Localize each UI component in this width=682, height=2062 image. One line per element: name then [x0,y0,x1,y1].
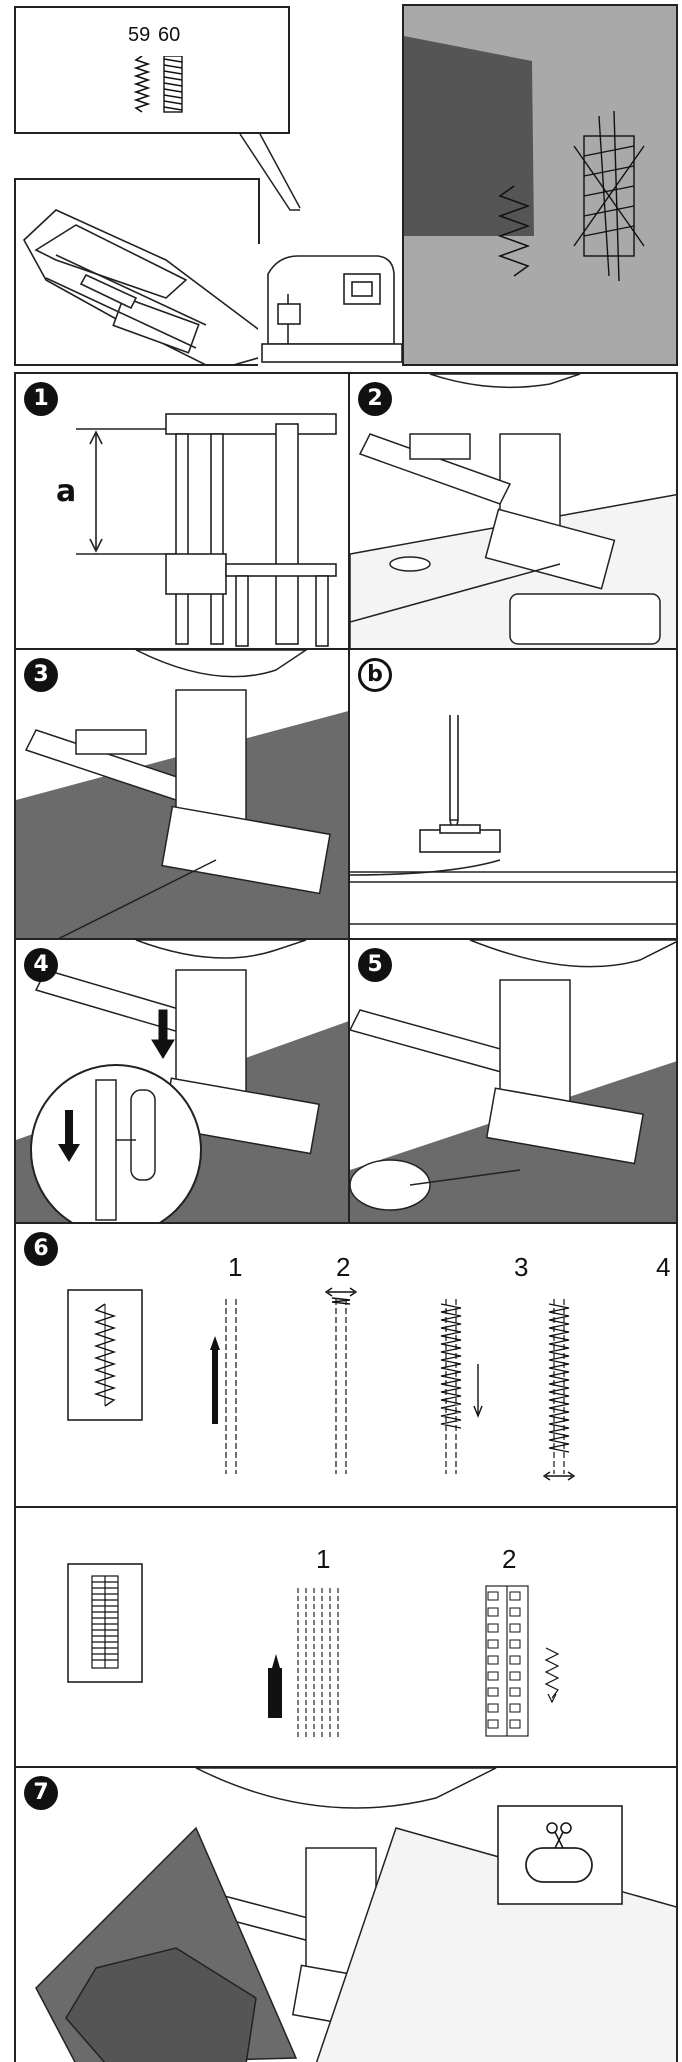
seq-label-1: 1 [228,1252,243,1282]
panel-step-2: 2 [348,372,678,650]
panel-stitch-selection: 59 60 [14,6,290,134]
panel-fabric-stitch-sample [402,4,678,366]
seq-label-3: 3 [514,1252,529,1282]
seq-label-4: 4 [656,1252,671,1282]
step-badge-1: 1 [24,382,58,416]
panel-step-6: 6 1 2 3 4 [14,1222,678,1508]
measure-label-a: a [56,474,77,509]
seq-label-dense-1: 1 [316,1544,331,1574]
panel-sewing-machine [258,244,402,366]
step-badge-6: 6 [24,1232,58,1266]
sewing-machine-icon [261,255,402,363]
buttonhole-sequence-zigzag [67,1287,576,1481]
step-4-illustration [16,940,348,1222]
scissors-icon [546,1822,572,1849]
step-badge-3: 3 [24,658,58,692]
panel-step-b: b [348,648,678,940]
stitch-number-60: 60 [158,24,181,46]
panel-step-5: 5 [348,938,678,1224]
seq-label-dense-2: 2 [502,1544,517,1574]
step-7-illustration [35,1768,676,2062]
step-badge-5: 5 [358,948,392,982]
arrow-down-icon [151,1009,175,1059]
step-badge-b: b [358,658,392,692]
zigzag-stitch-icon [133,56,151,113]
buttonhole-foot-icon [22,209,258,364]
step-badge-4: 4 [24,948,58,982]
step-2-illustration [350,374,676,648]
buttonhole-sequence-dense [67,1563,560,1740]
panel-step-6-dense: 1 2 [14,1506,678,1768]
step-5-illustration [350,940,676,1222]
panel-step-7: 7 [14,1766,678,2062]
panel-step-3: 3 [14,648,350,940]
dense-stitch-icon [163,56,183,113]
step-3-illustration [16,650,348,938]
step-badge-7: 7 [24,1776,58,1810]
needle-foot-detail [350,715,676,925]
foot-measure-diagram [76,413,337,647]
fabric-sample-illustration [404,36,645,282]
seq-label-2: 2 [336,1252,351,1282]
panel-step-1: 1 a [14,372,350,650]
panel-step-4: 4 [14,938,350,1224]
stitch-number-59: 59 [128,24,151,46]
step-badge-2: 2 [358,382,392,416]
panel-buttonhole-foot [14,178,260,366]
